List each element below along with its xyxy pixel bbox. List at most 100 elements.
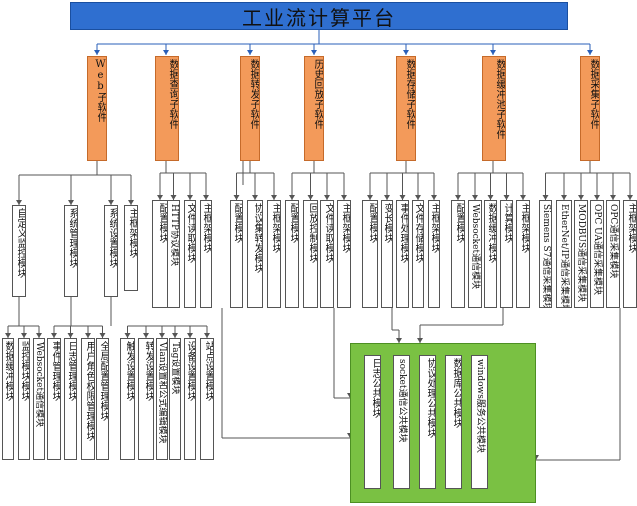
web-module-3-label: 主框架模块 (127, 208, 138, 258)
subsystem-2-module-0-label: 配置模块 (232, 203, 243, 243)
arrowhead (367, 195, 373, 200)
arrowhead (415, 195, 421, 200)
arrowhead (578, 195, 584, 200)
subsystem-6-module-4-label: OPC通信采集模块 (608, 204, 618, 279)
subsystem-3: 历史回放子软件 (304, 56, 324, 161)
subsystem-1-module-2-label: 文件读取模块 (185, 203, 196, 263)
arrowhead (455, 195, 461, 200)
web-module-0-label: 自定义监控模块 (15, 208, 26, 278)
subsystem-1-module-1: HTTP协议模块 (167, 200, 180, 308)
web-module-0-child-1-label: 监控模块模块 (19, 341, 30, 401)
web-module-2-child-4-label: 设备设置模块 (185, 341, 196, 401)
common-module-1: socket通信公共模块 (393, 355, 410, 489)
subsystem-1-module-2: 文件读取模块 (184, 200, 196, 308)
arrowhead (124, 333, 131, 338)
arrowhead (85, 333, 91, 338)
subsystem-5-module-0: 配置模块 (451, 200, 465, 308)
common-modules-box (350, 343, 536, 503)
arrowhead (21, 333, 27, 338)
subsystem-4-label: 数据存储子软件 (404, 59, 415, 129)
arrowhead (271, 195, 277, 200)
arrowhead (627, 195, 633, 200)
subsystem-3-module-0: 配置模块 (285, 200, 299, 308)
subsystem-6-module-1-label: EtherNet/IP通信采集模块 (559, 204, 569, 308)
arrowhead (520, 195, 526, 200)
subsystem-4-module-3-label: 文件存储模块 (413, 203, 424, 263)
web-module-1-child-0: 事件管理模块 (47, 338, 61, 460)
arrowhead (403, 50, 409, 55)
web-module-2: 系统设置模块 (104, 205, 118, 297)
subsystem-4-module-0-label: 配置模块 (367, 203, 378, 243)
arrowhead (490, 50, 496, 55)
arrowhead (324, 195, 330, 200)
subsystem-5-module-4-label: 主框架模块 (519, 203, 530, 253)
web-module-2-child-2-label: Vlan设置和公式编辑模块 (157, 342, 167, 444)
subsystem-5-module-1: Websocket通信模块 (468, 200, 482, 308)
subsystem-6: 数据采集子软件 (580, 56, 600, 161)
arrowhead (99, 333, 106, 338)
arrowhead (384, 195, 390, 200)
subsystem-3-label: 历史回放子软件 (312, 59, 323, 129)
web-module-1-child-1-label: 日志管理模块 (66, 341, 77, 401)
title-box: 工业流计算平台 (70, 2, 568, 30)
arrowhead (68, 200, 74, 205)
arrowhead (594, 195, 600, 200)
subsystem-6-module-5: 主框架模块 (623, 200, 637, 308)
web-module-2-child-0: 触发设置模块 (120, 338, 135, 460)
subsystem-3-module-3-label: 主框架模块 (340, 203, 351, 253)
subsystem-4-module-1: 变长模块 (381, 200, 393, 308)
web-module-2-child-1: 转发设置模块 (138, 338, 154, 460)
subsystem-6-module-4: OPC通信采集模块 (606, 200, 620, 308)
subsystem-4-module-2: 事件处理模块 (396, 200, 409, 308)
subsystem-5-label: 数据缓冲池子软件 (494, 59, 505, 139)
subsystem-3-module-1: 回放控制模块 (303, 200, 318, 308)
subsystem-3-module-1-label: 回放控制模块 (307, 203, 318, 263)
arrowhead (159, 333, 165, 338)
arrowhead (487, 195, 494, 200)
subsystem-6-module-0: Siemens S7通信采集模块 (539, 200, 552, 308)
common-module-2: 协议处理公共模块 (419, 355, 436, 489)
arrowhead (252, 195, 258, 200)
arrowhead (203, 195, 209, 200)
arrowhead (431, 195, 437, 200)
subsystem-3-module-2: 文件读取模块 (320, 200, 334, 308)
arrowhead (170, 195, 177, 200)
web-module-0-child-2: Websocket通信模块 (33, 338, 45, 460)
web-module-0-child-0: 数据缓冲模块 (2, 338, 14, 460)
subsystem-2-module-1: 协议集转发模块 (247, 200, 263, 308)
arrowhead (51, 333, 57, 338)
common-module-1-label: socket通信公共模块 (396, 359, 407, 443)
arrowhead (108, 200, 114, 205)
arrowhead (472, 195, 478, 200)
subsystem-0: Web子软件 (87, 56, 107, 161)
arrowhead (163, 50, 169, 55)
arrowhead (396, 338, 402, 343)
arrowhead (204, 333, 210, 338)
arrowhead (67, 333, 74, 338)
arrowhead (94, 50, 100, 55)
arrowhead (289, 195, 295, 200)
web-module-0-child-1: 监控模块模块 (18, 338, 30, 460)
web-module-2-child-5: 站点设置模块 (200, 338, 214, 460)
common-module-3-label: 数据库公共模块 (451, 358, 462, 428)
arrowhead (143, 333, 149, 338)
subsystem-1-module-0-label: 配置模块 (157, 203, 168, 243)
subsystem-4-module-4-label: 主框架模块 (429, 203, 440, 253)
web-module-1-child-3-label: 全局配置管理模块 (98, 341, 109, 421)
subsystem-4: 数据存储子软件 (396, 56, 416, 161)
web-module-0-child-2-label: Websocket通信模块 (34, 342, 44, 428)
arrowhead (417, 338, 423, 343)
common-module-3: 数据库公共模块 (445, 355, 462, 489)
subsystem-1-module-0: 配置模块 (152, 200, 168, 308)
arrowhead (561, 195, 567, 200)
subsystem-0-label: Web子软件 (95, 59, 106, 122)
common-module-0: 日志公共模块 (364, 355, 381, 489)
web-module-2-child-2: Vlan设置和公式编辑模块 (156, 338, 168, 460)
subsystem-6-label: 数据采集子软件 (588, 59, 599, 129)
subsystem-6-module-5-label: 主框架模块 (626, 203, 637, 253)
subsystem-2-module-1-label: 协议集转发模块 (252, 203, 263, 273)
subsystem-1-module-3-label: 主框架模块 (201, 203, 212, 253)
common-module-2-label: 协议处理公共模块 (425, 358, 436, 438)
